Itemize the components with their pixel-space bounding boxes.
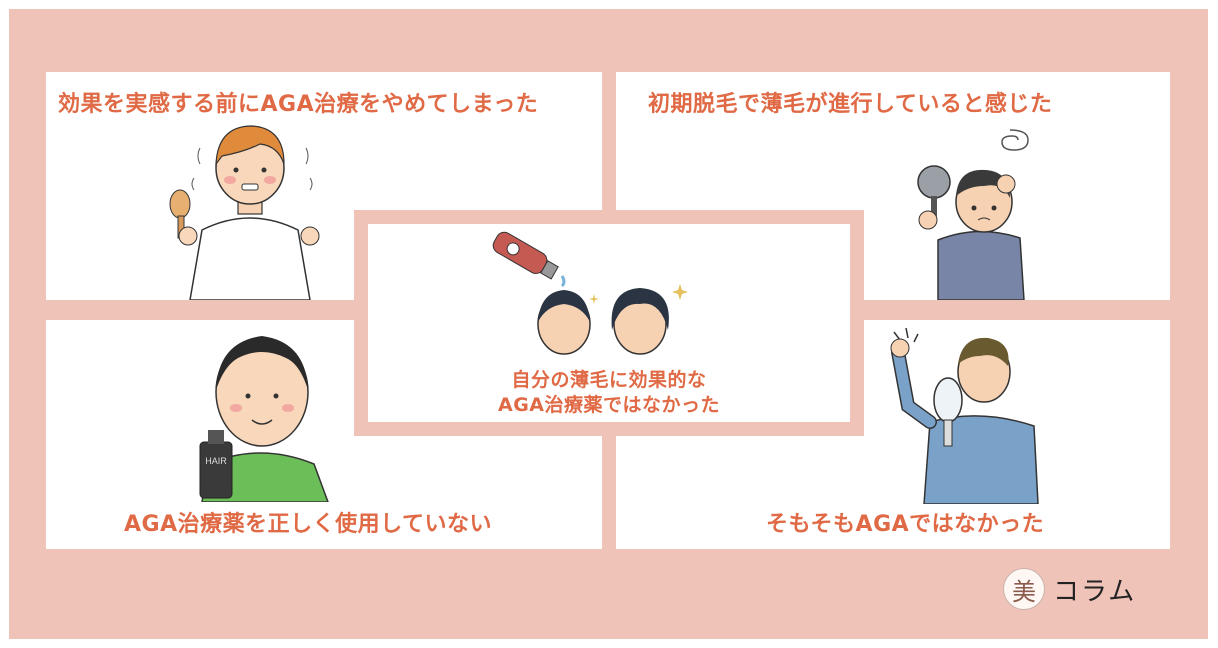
- brand-text: コラム: [1053, 576, 1137, 607]
- caption-line-2: AGA治療薬ではなかった: [497, 394, 720, 416]
- caption-stopped-treatment: 効果を実感する前にAGA治療をやめてしまった: [58, 92, 539, 117]
- brand-mark: 美: [1003, 568, 1045, 610]
- bottle-label: HAIR: [205, 456, 227, 466]
- man-with-brush-illustration: [169, 125, 320, 300]
- caption-initial-shedding: 初期脱毛で薄毛が進行していると感じた: [648, 92, 1053, 117]
- man-with-mirror-illustration: [890, 327, 1039, 504]
- caption-ineffective-medicine: 自分の薄毛に効果的な AGA治療薬ではなかった: [368, 368, 850, 418]
- spray-and-heads-illustration: [492, 231, 688, 355]
- caption-incorrect-use: AGA治療薬を正しく使用していない: [124, 512, 492, 537]
- caption-not-aga: そもそもAGAではなかった: [766, 512, 1045, 537]
- brand-logo: 美 コラム: [1003, 567, 1136, 611]
- caption-line-1: 自分の薄毛に効果的な: [511, 369, 707, 391]
- balding-man-illustration: HAIR: [199, 336, 329, 502]
- worried-man-illustration: [917, 129, 1029, 300]
- panel-ineffective-medicine-inner: [368, 224, 850, 422]
- panel-ineffective-medicine: [354, 210, 864, 436]
